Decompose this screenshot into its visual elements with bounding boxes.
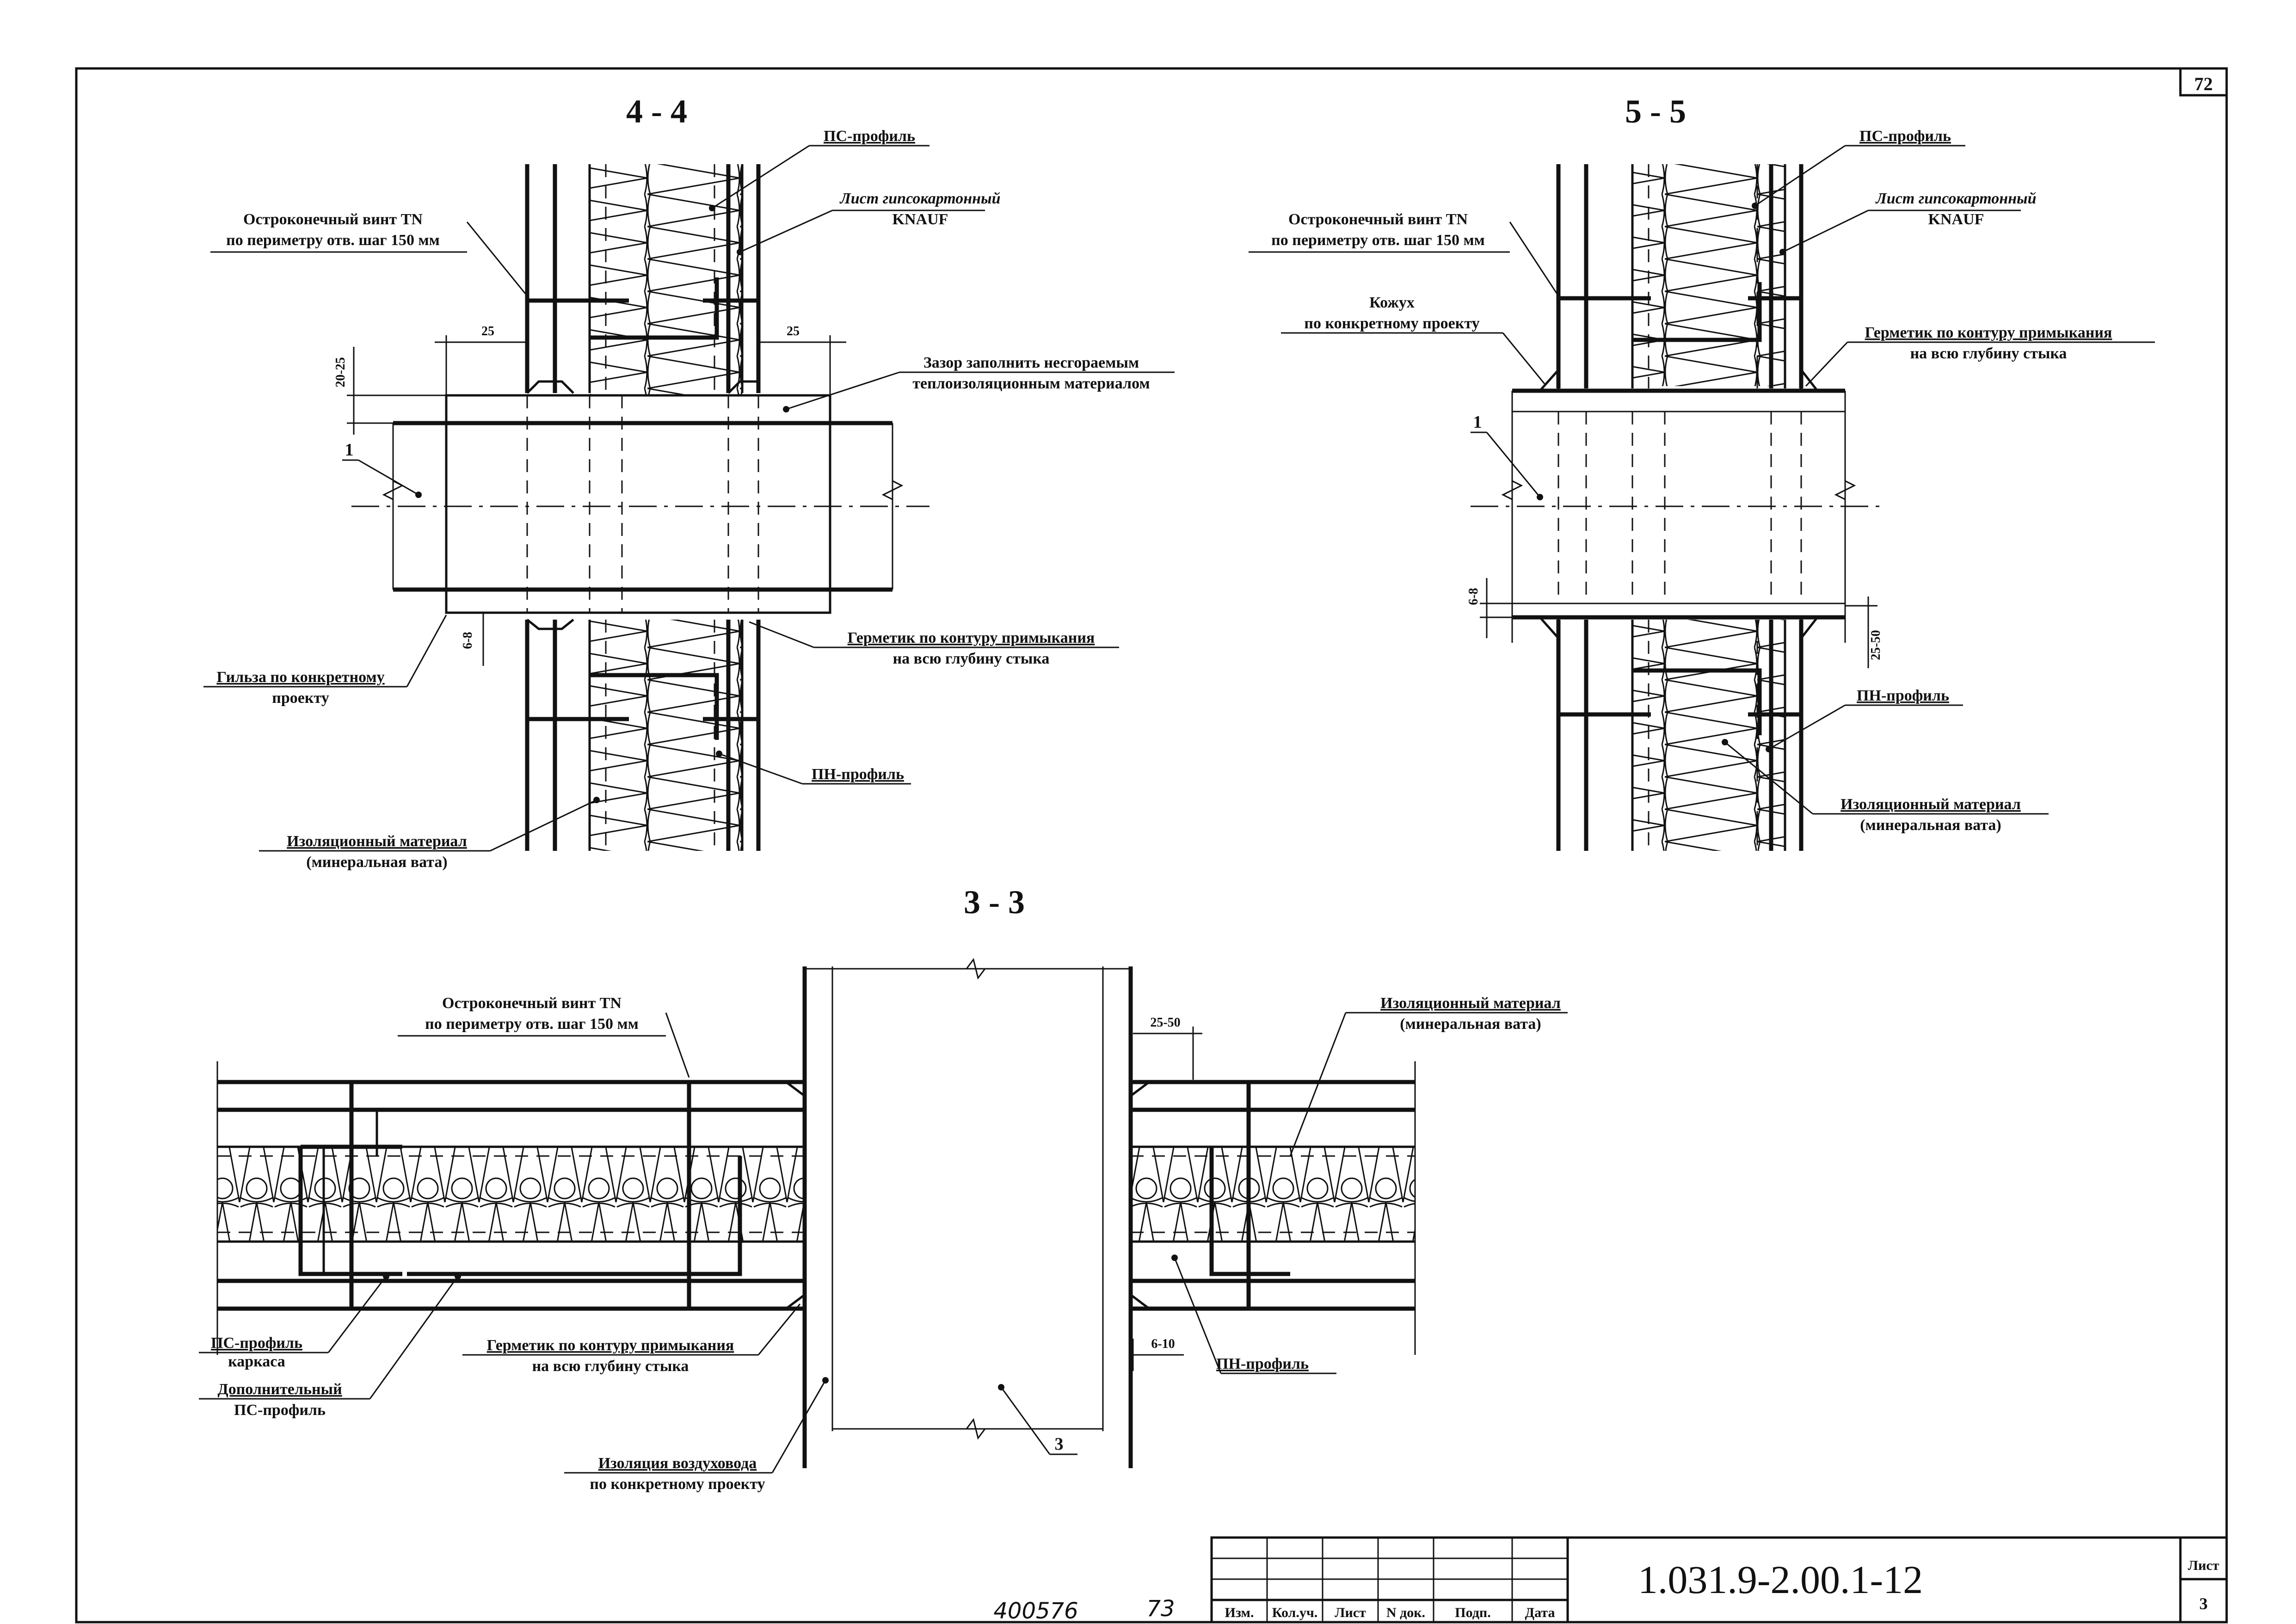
dim-right: 25 xyxy=(787,324,800,338)
ps-frame-label-1: ПС-профиль xyxy=(211,1335,302,1352)
wall-lower xyxy=(525,619,761,851)
pn-profile-label-5-5: ПН-профиль xyxy=(1857,687,1949,704)
handwritten-number: 400576 xyxy=(993,1598,1078,1624)
sleeve xyxy=(445,394,831,614)
duct-label-1: Изоляция воздуховода xyxy=(598,1455,757,1472)
insul-label-2: (минеральная вата) xyxy=(306,854,447,871)
dimensions-5-5: 6-8 25-50 xyxy=(1466,578,1883,668)
screw-label-1-3-3: Остроконечный винт TN xyxy=(442,995,622,1012)
sheet-frame: 72 xyxy=(75,67,2228,1624)
insul-label-2-5-5: (минеральная вата) xyxy=(1860,817,2001,834)
corner-number: 72 xyxy=(2194,74,2213,94)
section-3-3-title: 3 - 3 xyxy=(964,884,1025,921)
ps-profile-label: ПС-профиль xyxy=(824,128,915,145)
gkl-label-2: KNAUF xyxy=(893,211,948,228)
gap-label-2: теплоизоляционным материалом xyxy=(912,375,1150,392)
extra-label-1: Дополнительный xyxy=(217,1381,342,1398)
marker-1-5-5: 1 xyxy=(1473,412,1482,432)
section-4-4-title: 4 - 4 xyxy=(626,93,687,130)
wall-left-3-3 xyxy=(216,1061,806,1355)
sealant-label-2-5-5: на всю глубину стыка xyxy=(1910,345,2067,362)
sleeve-label-1: Гильза по конкретному xyxy=(216,669,384,686)
tb-col-koluch: Кол.уч. xyxy=(1272,1605,1318,1620)
dim-top-3-3: 25-50 xyxy=(1150,1015,1180,1030)
sealant-label-1-5-5: Герметик по контуру примыкания xyxy=(1865,324,2112,341)
dim-small-5-5: 6-8 xyxy=(1466,588,1481,605)
casing-label-2: по конкретному проекту xyxy=(1304,315,1479,332)
labels-3-3: Остроконечный винт TN по периметру отв. … xyxy=(199,995,1568,1493)
ps-frame-label-2: каркаса xyxy=(228,1353,285,1370)
dim-small: 6-8 xyxy=(461,632,475,649)
screw-label-1-5-5: Остроконечный винт TN xyxy=(1288,211,1468,228)
marker-1-4-4: 1 xyxy=(345,440,354,460)
tb-col-podp: Подп. xyxy=(1455,1605,1490,1620)
sealant-label-1: Герметик по контуру примыкания xyxy=(848,629,1095,646)
gkl-label-1-5-5: Лист гипсокартонный xyxy=(1875,190,2036,207)
sealant-label-2-3-3: на всю глубину стыка xyxy=(532,1358,689,1375)
labels-4-4: ПС-профиль Лист гипсокартонный KNAUF Ост… xyxy=(203,128,1175,871)
wall-lower-5-5 xyxy=(1556,620,1804,851)
insul-label-1-5-5: Изоляционный материал xyxy=(1840,796,2021,813)
insul-label-1: Изоляционный материал xyxy=(287,833,467,850)
screw-label-2: по периметру отв. шаг 150 мм xyxy=(226,232,440,249)
insul-label-2-3-3: (минеральная вата) xyxy=(1400,1015,1541,1033)
gkl-label-2-5-5: KNAUF xyxy=(1928,211,1984,228)
tb-col-izm: Изм. xyxy=(1225,1605,1254,1620)
section-5-5-title: 5 - 5 xyxy=(1625,93,1686,130)
gkl-label-1: Лист гипсокартонный xyxy=(839,190,1000,207)
sealant-label-2: на всю глубину стыка xyxy=(893,650,1050,667)
section-5-5: 5 - 5 xyxy=(1249,93,2155,851)
tb-col-list: Лист xyxy=(1335,1605,1366,1620)
casing-label-1: Кожух xyxy=(1369,294,1415,311)
wall-right-3-3 xyxy=(1130,1061,1416,1355)
handwritten-page: 73 xyxy=(1146,1596,1175,1622)
document-code: 1.031.9-2.00.1-12 xyxy=(1638,1557,1923,1602)
sealant-label-1-3-3: Герметик по контуру примыкания xyxy=(487,1337,734,1354)
dimensions-4-4: 25 25 20-25 6-8 xyxy=(333,324,846,666)
duct xyxy=(351,395,929,613)
ps-profile-label-5-5: ПС-профиль xyxy=(1859,128,1951,145)
dim-side-5-5: 25-50 xyxy=(1869,630,1883,660)
duct-3-3 xyxy=(802,958,1133,1468)
title-block: Изм. Кол.уч. Лист N док. Подп. Дата 1.03… xyxy=(1210,1536,2228,1624)
screw-label-2-3-3: по периметру отв. шаг 150 мм xyxy=(425,1015,639,1033)
screw-label-1: Остроконечный винт TN xyxy=(243,211,423,228)
dim-bottom-3-3: 6-10 xyxy=(1151,1337,1175,1351)
duct-5-5 xyxy=(1471,391,1882,643)
section-4-4: 4 - 4 xyxy=(203,93,1175,871)
marker-3-3-3: 3 xyxy=(1055,1434,1064,1454)
tb-col-ndok: N док. xyxy=(1386,1605,1425,1620)
wall-upper-5-5 xyxy=(1556,164,1804,388)
insul-label-1-3-3: Изоляционный материал xyxy=(1380,995,1561,1012)
labels-5-5: ПС-профиль Лист гипсокартонный KNAUF Ост… xyxy=(1249,128,2155,834)
pn-profile-label-3-3: ПН-профиль xyxy=(1216,1355,1309,1372)
dim-left: 25 xyxy=(481,324,494,338)
dim-vertical: 20-25 xyxy=(333,357,348,387)
section-3-3: 3 - 3 xyxy=(199,884,1568,1493)
sheet-number: 3 xyxy=(2199,1594,2208,1613)
extra-label-2: ПС-профиль xyxy=(234,1402,326,1419)
screw-label-2-5-5: по периметру отв. шаг 150 мм xyxy=(1271,232,1485,249)
sleeve-label-2: проекту xyxy=(272,689,329,707)
pn-profile-label: ПН-профиль xyxy=(812,766,904,783)
tb-col-data: Дата xyxy=(1525,1605,1555,1620)
wall-upper xyxy=(525,164,761,395)
gap-label-1: Зазор заполнить несгораемым xyxy=(923,354,1139,371)
casing-5-5 xyxy=(1512,366,1845,642)
sheet-label: Лист xyxy=(2188,1558,2219,1573)
dimensions-3-3: 25-50 6-10 xyxy=(1132,1015,1202,1371)
duct-label-2: по конкретному проекту xyxy=(590,1476,765,1493)
